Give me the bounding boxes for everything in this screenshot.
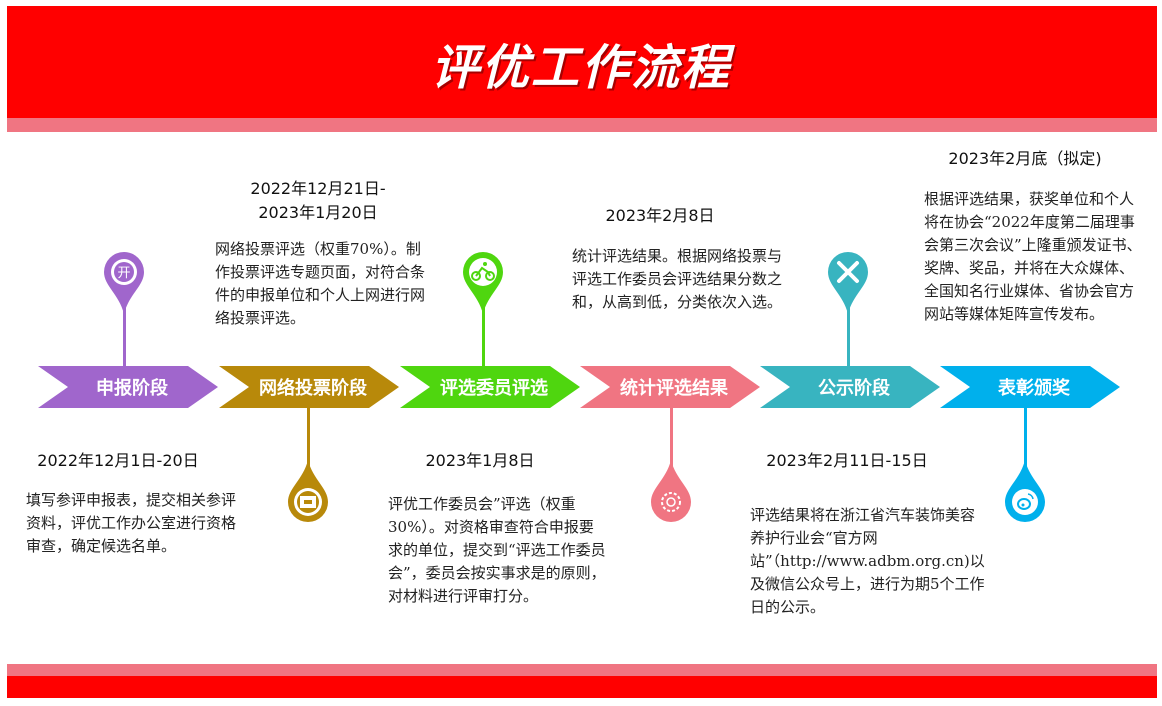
stage-date: 2023年1月8日 xyxy=(425,451,535,470)
connector-line xyxy=(847,300,850,366)
footer-banner xyxy=(7,676,1157,698)
connector-line xyxy=(1024,408,1027,468)
stage-date: 2023年2月8日 xyxy=(605,206,715,225)
stage-chevron-1: 申报阶段 xyxy=(38,366,218,408)
stage-date-line1: 2022年12月21日- xyxy=(250,179,386,198)
connector-line xyxy=(123,300,126,366)
stage-description: 统计评选结果。根据网络投票与评选工作委员会评选结果分数之和，从高到低，分类依次入… xyxy=(572,247,783,311)
header-banner xyxy=(7,6,1157,118)
stage-label: 统计评选结果 xyxy=(620,378,728,399)
stage-label: 网络投票阶段 xyxy=(259,378,367,399)
stage-chevron-2: 网络投票阶段 xyxy=(219,366,399,408)
page-title: 评优工作流程 xyxy=(430,40,731,96)
weibo-icon xyxy=(1005,460,1045,522)
connector-line xyxy=(670,408,673,468)
tools-icon xyxy=(828,252,868,314)
stage-description: 评选结果将在浙江省汽车装饰美容养护行业会“官方网站”（http://www.ad… xyxy=(750,506,985,616)
footer-strip xyxy=(7,664,1157,676)
connector-line xyxy=(307,408,310,468)
cyclist-icon xyxy=(463,252,503,314)
archive-box-icon xyxy=(288,460,328,522)
stage-description: 网络投票评选（权重70%）。制作投票评选专题页面，对符合条件的申报单位和个人上网… xyxy=(215,240,426,327)
dollar-coin-icon: 开 xyxy=(104,252,144,314)
connector-line xyxy=(482,300,485,366)
stage-label: 申报阶段 xyxy=(96,378,168,399)
stage-label: 评选委员评选 xyxy=(440,378,548,399)
stage-date: 2023年2月11日-15日 xyxy=(766,451,928,470)
svg-text:开: 开 xyxy=(117,266,130,281)
stage-date: 2022年12月1日-20日 xyxy=(37,451,199,470)
stage-description: 填写参评申报表，提交相关参评资料，评优工作办公室进行资格审查，确定候选名单。 xyxy=(26,491,237,555)
stage-chevron-3: 评选委员评选 xyxy=(400,366,580,408)
stage-chevron-6: 表彰颁奖 xyxy=(940,366,1120,408)
stage-label: 公示阶段 xyxy=(818,378,890,399)
stage-description: 评优工作委员会”评选（权重30%）。对资格审查符合申报要求的单位，提交到“评选工… xyxy=(388,495,606,605)
stage-label: 表彰颁奖 xyxy=(998,378,1070,399)
stage-description: 根据评选结果，获奖单位和个人将在协会“2022年度第二届理事会第三次会议”上隆重… xyxy=(924,190,1142,323)
gear-icon xyxy=(651,460,691,522)
stage-date-line2: 2023年1月20日 xyxy=(258,203,378,222)
stage-date: 2023年2月底（拟定) xyxy=(948,149,1102,168)
stage-chevron-5: 公示阶段 xyxy=(760,366,940,408)
header-strip xyxy=(7,118,1157,132)
stage-chevron-4: 统计评选结果 xyxy=(580,366,760,408)
